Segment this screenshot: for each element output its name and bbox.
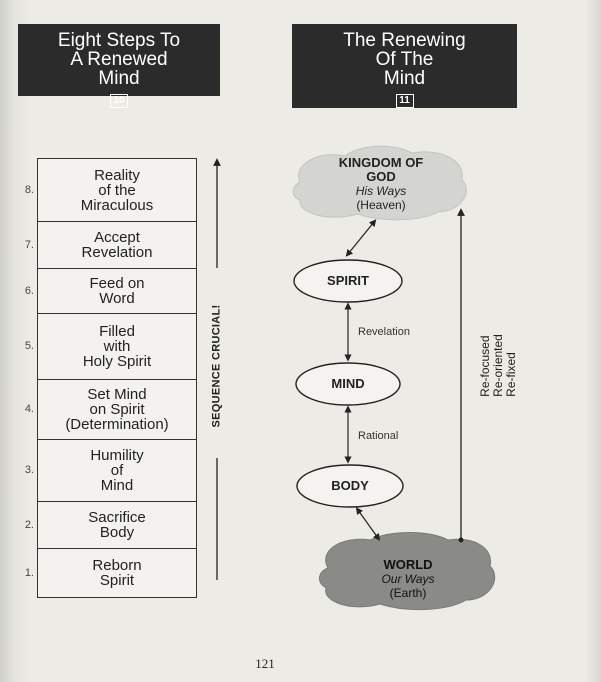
body-node-label: BODY xyxy=(331,478,369,493)
step-number: 7. xyxy=(24,238,34,251)
step-line: Revelation xyxy=(81,244,153,261)
step-line: Sacrifice xyxy=(88,509,146,526)
step-line: of the xyxy=(98,181,136,199)
step-line: with xyxy=(103,338,131,355)
kingdom-title-line: KINGDOM OF xyxy=(338,155,424,170)
step-line: Mind xyxy=(100,477,134,494)
step-line: of xyxy=(110,462,124,479)
step-number: 5. xyxy=(24,340,34,352)
refocus-label-line: Re-oriented xyxy=(490,333,505,397)
world-sub: (Earth) xyxy=(389,586,427,600)
step-line: Reborn xyxy=(92,557,142,574)
kingdom-spirit-arrow xyxy=(345,219,377,257)
step-line: Humility xyxy=(90,447,144,464)
world-italic: Our Ways xyxy=(381,572,435,586)
kingdom-title-line: GOD xyxy=(366,169,396,184)
step-line: Set Mind xyxy=(87,386,147,403)
kingdom-sub: (Heaven) xyxy=(356,198,406,212)
step-line: Holy Spirit xyxy=(82,353,152,370)
step-line: Accept xyxy=(94,229,140,246)
mind-node-label: MIND xyxy=(331,376,365,391)
kingdom-cloud xyxy=(292,145,467,221)
step-number: 6. xyxy=(24,284,34,297)
step-line: Spirit xyxy=(99,572,135,589)
rational-label: Rational xyxy=(358,430,399,442)
refocus-label-line: Re-fixed xyxy=(503,351,518,397)
left-title-line: Eight Steps To xyxy=(57,30,181,51)
page-number: 121 xyxy=(255,656,275,671)
step-number: 2. xyxy=(24,518,34,531)
right-title-line: Mind xyxy=(383,68,426,89)
spirit-node-label: SPIRIT xyxy=(327,273,369,288)
world-title: WORLD xyxy=(383,557,433,572)
left-title-line: Mind xyxy=(98,68,140,89)
step-line: on Spirit xyxy=(89,401,145,418)
left-title-box: Eight Steps To A Renewed Mind 10 xyxy=(18,24,220,108)
right-figure-number: 11 xyxy=(395,94,414,108)
spirit-node-shape xyxy=(293,259,403,303)
right-title-line: Of The xyxy=(375,49,434,70)
step-line: Word xyxy=(99,290,135,307)
step-line: Miraculous xyxy=(80,196,154,214)
step-line: Feed on xyxy=(89,275,145,292)
step-number: 3. xyxy=(24,464,34,476)
right-title-box: The Renewing Of The Mind 11 xyxy=(292,24,517,108)
step-line: Filled xyxy=(99,323,135,340)
right-title-line: The Renewing xyxy=(343,30,466,51)
world-label: WORLD Our Ways (Earth) xyxy=(348,557,468,601)
left-title-line: A Renewed xyxy=(70,49,168,70)
step-line: Body xyxy=(99,524,135,541)
step-line: Reality xyxy=(94,166,140,184)
refocus-label: Re-focused Re-oriented Re-fixed xyxy=(468,300,528,430)
step-number: 8. xyxy=(24,183,34,196)
revelation-label: Revelation xyxy=(358,326,410,338)
kingdom-italic: His Ways xyxy=(355,184,407,198)
refocus-arrow-tail xyxy=(458,537,464,543)
kingdom-label: KINGDOM OF GOD His Ways (Heaven) xyxy=(318,155,444,213)
sequence-label: SEQUENCE CRUCIAL! xyxy=(204,266,230,466)
body-node-shape xyxy=(296,464,404,508)
step-line: (Determination) xyxy=(65,416,169,433)
refocus-label-line: Re-focused xyxy=(477,334,492,397)
sequence-label-text: SEQUENCE CRUCIAL! xyxy=(211,304,223,428)
step-number: 4. xyxy=(24,403,34,415)
step-number: 1. xyxy=(24,566,34,579)
mind-node-shape xyxy=(295,362,401,406)
body-world-arrow xyxy=(355,507,381,541)
left-figure-number: 10 xyxy=(110,94,128,108)
